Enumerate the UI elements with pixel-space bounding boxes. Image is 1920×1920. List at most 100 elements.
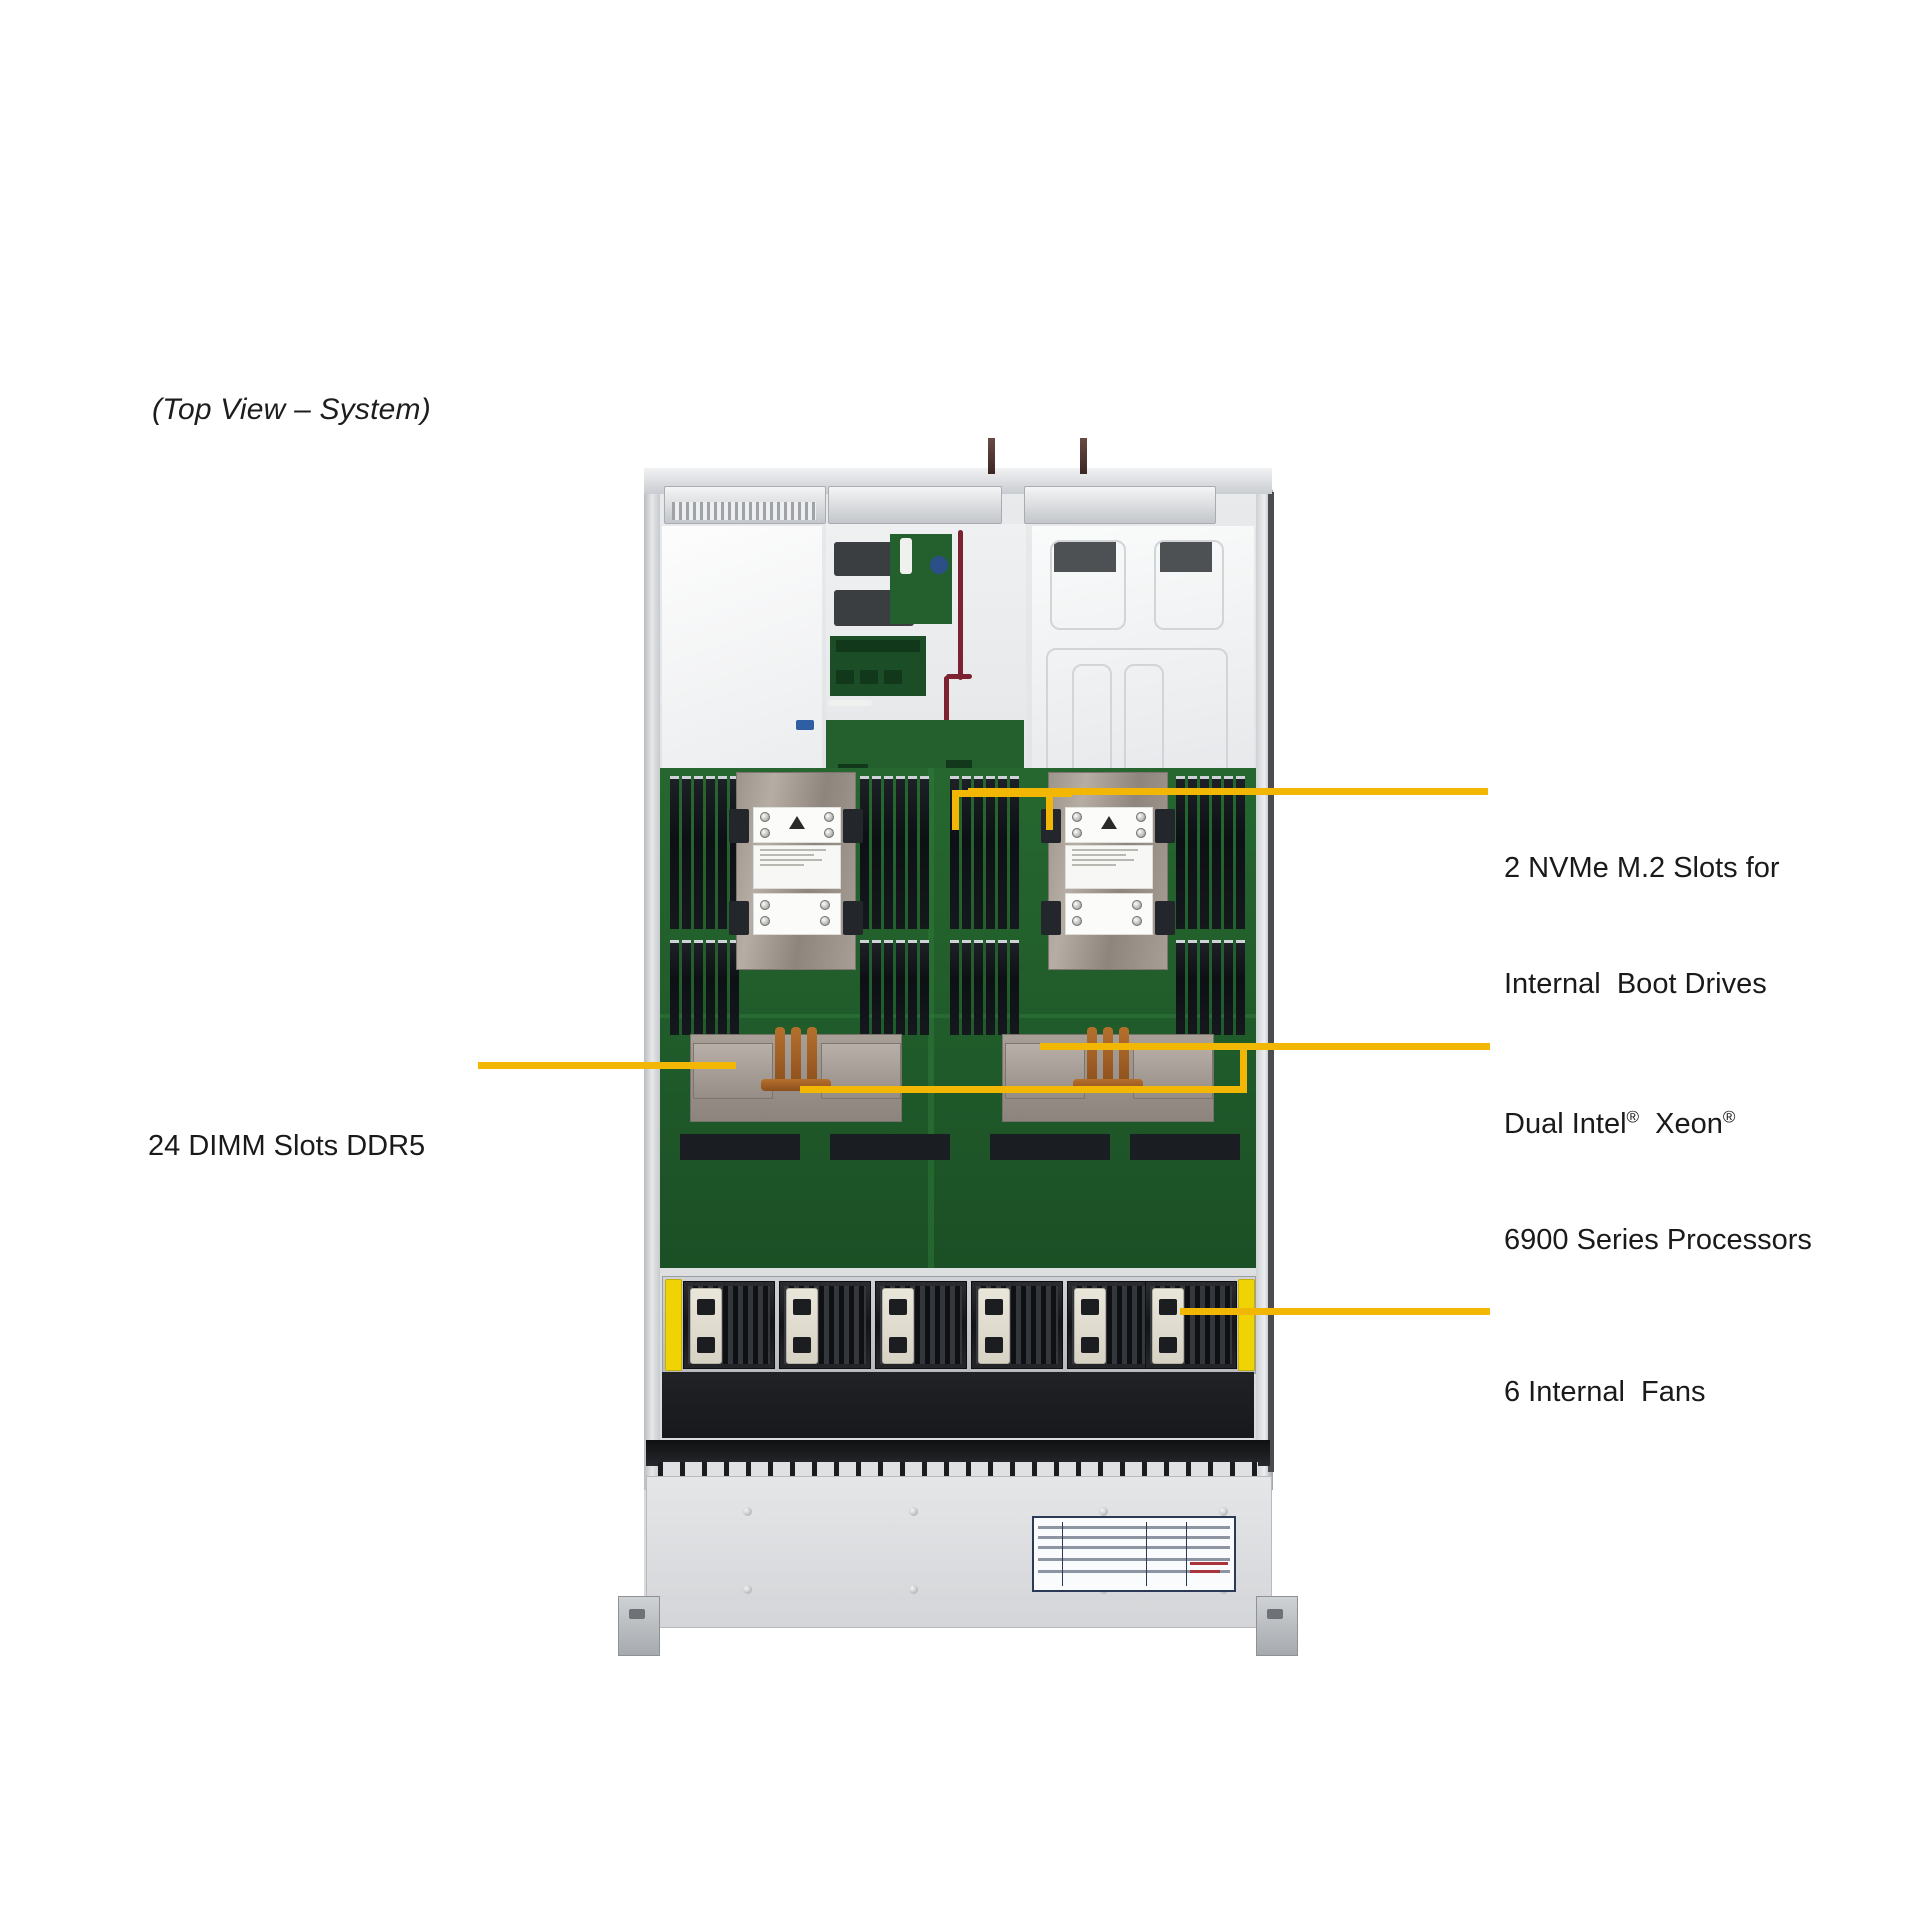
- fan-handle[interactable]: [786, 1288, 818, 1364]
- copper-heatpipe: [1103, 1027, 1113, 1087]
- dimm-slot: [908, 776, 917, 929]
- dimm-bank: [670, 940, 739, 1035]
- fan-handle[interactable]: [1074, 1288, 1106, 1364]
- pcie-riser-bracket: [828, 486, 1002, 524]
- callout-nvme-m2-line2: Internal Boot Drives: [1504, 967, 1767, 1000]
- dimm-slot: [860, 940, 869, 1035]
- dimm-slot: [1236, 940, 1245, 1035]
- fan-handle[interactable]: [882, 1288, 914, 1364]
- ribbon-cable: [900, 538, 912, 574]
- handle-slot: [793, 1337, 811, 1353]
- blue-component: [930, 556, 948, 574]
- heatsink-screw: [1136, 828, 1146, 838]
- dimm-slot: [730, 776, 739, 929]
- warning-triangle-icon: [1101, 816, 1117, 829]
- dimm-slot: [1188, 940, 1197, 1035]
- dimm-slot: [896, 940, 905, 1035]
- server-top-view-image: [618, 438, 1298, 1656]
- motherboard: [660, 768, 1256, 1268]
- dimm-slot: [1224, 776, 1233, 929]
- registered-trademark-icon: ®: [1722, 1107, 1736, 1127]
- pcb-trace: [928, 768, 934, 1268]
- handle-slot: [1081, 1337, 1099, 1353]
- leader-line-dimm: [478, 1062, 736, 1069]
- leader-line-cpu-bracket: [800, 1086, 1247, 1093]
- label-line: [1072, 854, 1126, 856]
- leader-line-m2-branch: [952, 790, 1072, 797]
- copper-heatpipe: [791, 1027, 801, 1087]
- fan-module[interactable]: [779, 1281, 871, 1369]
- heatsink-screw: [1072, 828, 1082, 838]
- fan-module[interactable]: [1067, 1281, 1159, 1369]
- fan-module[interactable]: [875, 1281, 967, 1369]
- leader-line-cpu-branch: [1040, 1043, 1207, 1050]
- dimm-slot: [670, 940, 679, 1035]
- rack-mount-ear: [618, 1596, 660, 1656]
- label-line: [1038, 1526, 1230, 1529]
- dimm-slot: [730, 940, 739, 1035]
- fan-latch[interactable]: [665, 1279, 682, 1371]
- panel-screw: [743, 1507, 752, 1516]
- dimm-bank: [950, 940, 1019, 1035]
- label-line: [1072, 864, 1116, 866]
- leader-line-cpu-drop: [1240, 1043, 1247, 1093]
- dimm-slot: [950, 940, 959, 1035]
- heatsink-warning-label: [1065, 807, 1153, 843]
- service-label: [1032, 1516, 1236, 1592]
- dimm-slot: [1212, 940, 1221, 1035]
- fan-handle[interactable]: [690, 1288, 722, 1364]
- dimm-slot: [998, 776, 1007, 929]
- connector-row: [836, 640, 920, 652]
- panel-screw: [1219, 1507, 1228, 1516]
- dimm-slot: [920, 940, 929, 1035]
- heatsink-screw: [760, 916, 770, 926]
- chassis-left-wall: [644, 490, 660, 1490]
- dimm-slot: [1010, 776, 1019, 929]
- heatsink-screw: [1132, 916, 1142, 926]
- handle-slot: [889, 1337, 907, 1353]
- label-line: [760, 849, 826, 851]
- heatsink-screw: [1136, 812, 1146, 822]
- callout-processors: Dual Intel® Xeon® 6900 Series Processors: [1504, 1028, 1812, 1337]
- leader-line-m2-prong: [952, 790, 959, 830]
- dimm-slot: [718, 776, 727, 929]
- fan-module[interactable]: [1145, 1281, 1237, 1369]
- panel-screw: [1099, 1507, 1108, 1516]
- heatsink-mount: [1041, 901, 1061, 935]
- handle-slot: [985, 1299, 1003, 1315]
- rear-thumbscrew-post: [988, 438, 995, 474]
- heatsink-mount: [1155, 809, 1175, 843]
- callout-nvme-m2: 2 NVMe M.2 Slots for Internal Boot Drive…: [1504, 772, 1780, 1081]
- dimm-slot: [896, 776, 905, 929]
- panel-screw: [909, 1507, 918, 1516]
- heatsink-screw: [760, 900, 770, 910]
- fan-handle[interactable]: [1152, 1288, 1184, 1364]
- signal-cable: [828, 700, 872, 706]
- callout-fans-line1: 6 Internal Fans: [1504, 1376, 1706, 1409]
- dimm-slot: [682, 776, 691, 929]
- leader-line-fans: [1180, 1308, 1490, 1315]
- dimm-bank: [1176, 776, 1245, 929]
- dimm-slot: [1188, 776, 1197, 929]
- fan-handle[interactable]: [978, 1288, 1010, 1364]
- handle-slot: [1159, 1299, 1177, 1315]
- label-line: [760, 859, 822, 861]
- bay-panel-outline: [1050, 540, 1126, 630]
- dimm-slot: [962, 940, 971, 1035]
- fan-latch[interactable]: [1238, 1279, 1255, 1371]
- ic-chip: [884, 670, 902, 684]
- blue-connector: [796, 720, 814, 730]
- label-divider: [1186, 1522, 1187, 1586]
- dimm-slot: [1176, 776, 1185, 929]
- label-line: [1072, 859, 1134, 861]
- heatsink-warning-label: [753, 807, 841, 843]
- fan-module[interactable]: [971, 1281, 1063, 1369]
- bay-cutout: [1054, 542, 1116, 572]
- copper-heatpipe: [1087, 1027, 1097, 1087]
- heatsink-screw: [820, 900, 830, 910]
- power-cable: [946, 674, 972, 679]
- fan-module[interactable]: [683, 1281, 775, 1369]
- dimm-slot: [706, 776, 715, 929]
- label-line: [1072, 849, 1138, 851]
